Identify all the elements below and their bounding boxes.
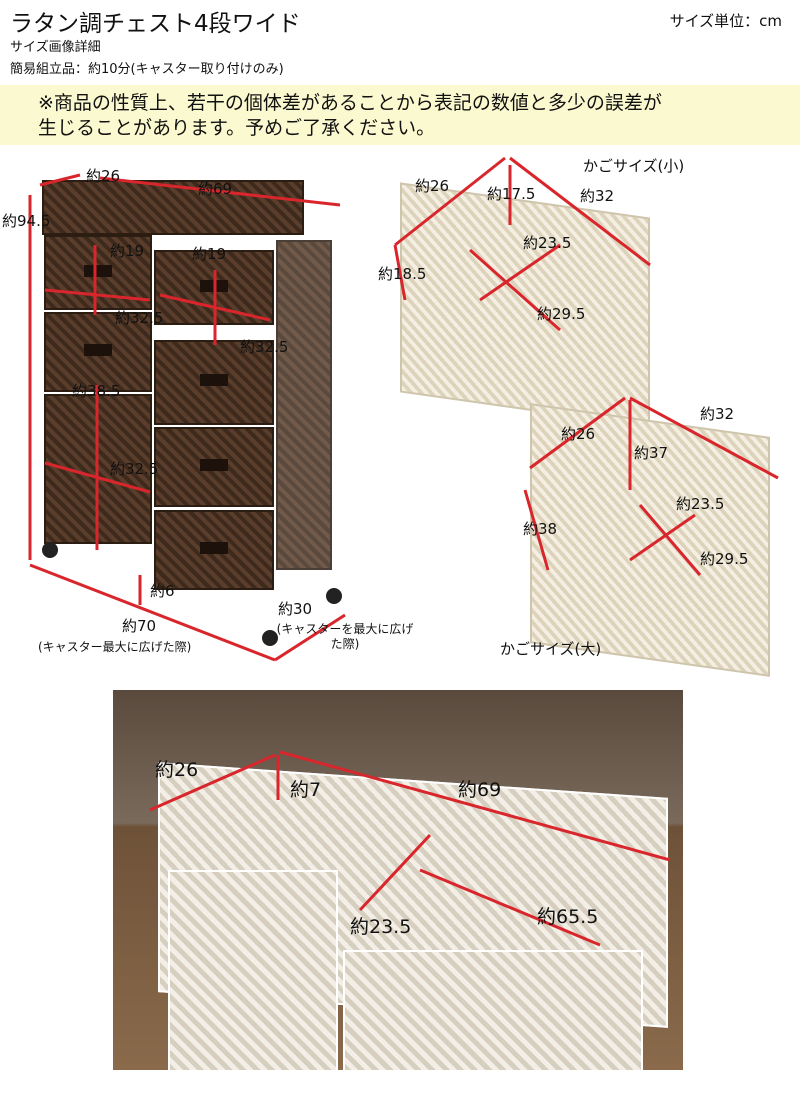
drawer [154,340,274,425]
width-caster-note: (キャスター最大に広げた際) [38,640,192,654]
large-basket-height: 約38 [523,520,558,538]
photo-inner-width-label: 約65.5 [537,906,599,928]
small-basket-height: 約18.5 [378,265,427,283]
large-basket-inner-width: 約29.5 [700,550,749,568]
white-chest-photo [113,690,683,1070]
large-basket-caption: かごサイズ(大) [500,640,602,658]
chest-width-label: 約69 [198,180,233,198]
small-basket-inner-depth: 約23.5 [523,234,572,252]
depth-caster-note: (キャスターを最大に広げた際) [276,622,414,651]
drawer [154,510,274,590]
drawer [343,950,643,1070]
photo-inner-depth-label: 約23.5 [350,916,412,938]
small-basket-image [400,182,650,428]
chest-depth-label: 約26 [86,167,121,185]
large-drawer-width-label: 約32.5 [110,460,159,478]
subtitle: サイズ画像詳細 [10,40,101,55]
drawer [44,312,152,392]
large-basket-width: 約32 [700,405,735,423]
small-basket-inner-width: 約29.5 [537,305,586,323]
caster-height-label: 約6 [150,582,175,600]
large-basket-inner-height: 約37 [634,444,669,462]
photo-depth-label: 約26 [155,759,199,781]
disclaimer-note: ※商品の性質上、若干の個体差があることから表記の数値と多少の誤差が 生じることが… [0,85,800,145]
drawer [154,427,274,507]
small-basket-width: 約32 [580,187,615,205]
size-unit: サイズ単位：cm [669,12,782,30]
small-drawer-width-label: 約32.5 [115,309,164,327]
caster-wheel [42,542,58,558]
assembly-info: 簡易組立品：約10分(キャスター取り付けのみ) [10,62,284,77]
small-basket-depth: 約26 [415,177,450,195]
photo-tray-height-label: 約7 [290,779,322,801]
small-drawer-height-label: 約19 [110,242,145,260]
note-line-2: 生じることがあります。予めご了承ください。 [38,117,436,139]
small-basket-inner-height: 約17.5 [487,185,536,203]
width-caster-label: 約70 [122,617,157,635]
side-panel [276,240,332,570]
small-drawer-height-label-2: 約19 [192,245,227,263]
large-basket-depth: 約26 [561,425,596,443]
large-basket-inner-depth: 約23.5 [676,495,725,513]
product-title: ラタン調チェスト4段ワイド [10,11,301,37]
depth-caster-label: 約30 [278,600,313,618]
small-drawer-width-label-2: 約32.5 [240,338,289,356]
large-drawer-height-label: 約38.5 [72,382,121,400]
top-tray [42,180,304,235]
caster-wheel [326,588,342,604]
chest-height-label: 約94.5 [2,212,51,230]
photo-width-label: 約69 [458,779,502,801]
note-line-1: ※商品の性質上、若干の個体差があることから表記の数値と多少の誤差が [38,92,662,114]
drawer [168,870,338,1070]
small-basket-caption: かごサイズ(小) [583,157,685,175]
